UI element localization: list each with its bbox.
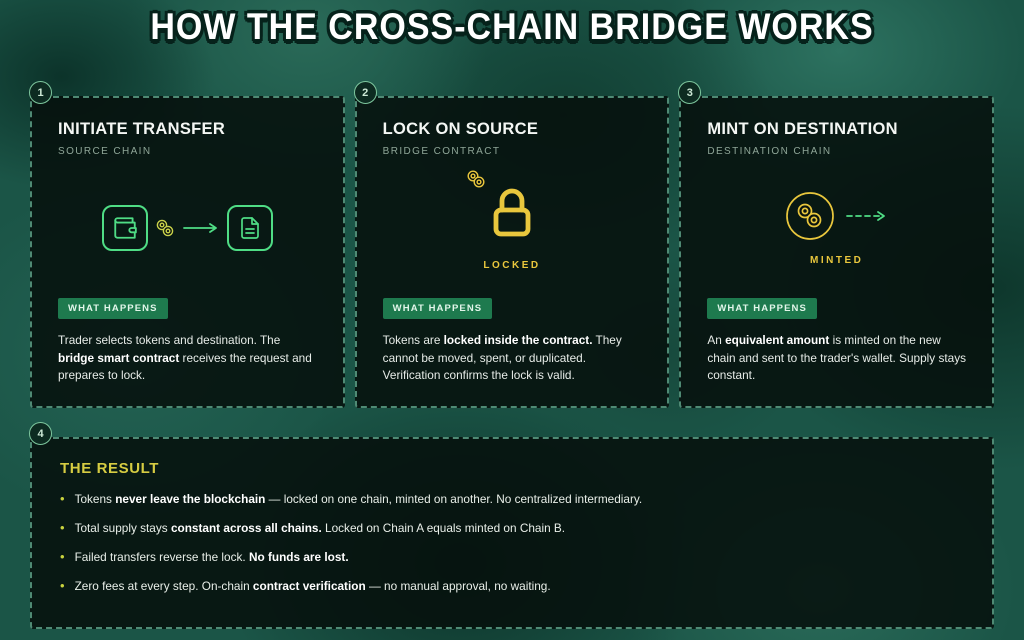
step-subtitle: BRIDGE CONTRACT <box>382 146 501 157</box>
coin-circle-icon <box>785 191 834 240</box>
list-item: • Failed transfers reverse the lock. No … <box>60 549 964 566</box>
page-title: HOW THE CROSS-CHAIN BRIDGE WORKS <box>150 6 874 48</box>
result-panel: THE RESULT • Tokens never leave the bloc… <box>30 437 994 629</box>
step-card-panel: INITIATE TRANSFER SOURCE CHAIN <box>30 96 345 408</box>
step-card-panel: MINT ON DESTINATION DESTINATION CHAIN <box>679 96 995 408</box>
list-item: • Tokens never leave the blockchain — lo… <box>60 491 964 508</box>
step-illustration: LOCKED <box>383 157 642 298</box>
bullet-dot-icon: • <box>60 491 65 506</box>
dashed-arrow-right-icon <box>845 210 885 221</box>
document-icon <box>226 204 273 251</box>
arrow-right-icon <box>182 222 217 233</box>
step-card-lock-on-source: 2 LOCK ON SOURCE BRIDGE CONTRACT <box>353 81 670 408</box>
result-title: THE RESULT <box>60 460 160 477</box>
padlock-icon <box>493 188 531 237</box>
step-number-badge: 2 <box>353 81 377 104</box>
step-description: Trader selects tokens and destination. T… <box>58 333 312 383</box>
step-description: Tokens are locked inside the contract. T… <box>382 333 622 383</box>
list-item: • Zero fees at every step. On-chain cont… <box>60 578 964 595</box>
step-card-panel: LOCK ON SOURCE BRIDGE CONTRACT <box>354 96 670 408</box>
steps-row: 1 INITIATE TRANSFER SOURCE CHAIN <box>0 81 1024 408</box>
bullet-dot-icon: • <box>60 519 65 535</box>
coins-icon <box>467 170 485 188</box>
step-subtitle: DESTINATION CHAIN <box>707 146 832 157</box>
step-number-badge: 1 <box>29 81 52 104</box>
bullet-text: Zero fees at every step. On-chain contra… <box>74 578 551 593</box>
bullet-dot-icon: • <box>60 548 65 564</box>
step-number-badge: 3 <box>678 81 702 104</box>
what-happens-badge: WHAT HAPPENS <box>707 298 817 319</box>
wallet-icon <box>101 204 148 251</box>
step-illustration: MINTED <box>707 157 966 298</box>
result-bullet-list: • Tokens never leave the blockchain — lo… <box>60 491 964 595</box>
what-happens-badge: WHAT HAPPENS <box>58 298 168 319</box>
status-label-minted: MINTED <box>810 254 864 266</box>
step-card-initiate-transfer: 1 INITIATE TRANSFER SOURCE CHAIN <box>29 81 345 408</box>
step-title: INITIATE TRANSFER <box>58 120 226 138</box>
bullet-text: Total supply stays constant across all c… <box>74 520 566 535</box>
step-subtitle: SOURCE CHAIN <box>58 146 152 157</box>
step-illustration <box>58 157 317 298</box>
bullet-text: Failed transfers reverse the lock. No fu… <box>74 549 349 564</box>
what-happens-badge: WHAT HAPPENS <box>382 298 493 319</box>
bullet-text: Tokens never leave the blockchain — lock… <box>74 492 643 506</box>
step-number-badge: 4 <box>29 422 52 445</box>
header: HOW THE CROSS-CHAIN BRIDGE WORKS <box>0 0 1024 48</box>
result-section: 4 THE RESULT • Tokens never leave the bl… <box>29 422 994 629</box>
list-item: • Total supply stays constant across all… <box>60 520 964 537</box>
coins-icon <box>156 219 174 236</box>
step-description: An equivalent amount is minted on the ne… <box>707 333 966 383</box>
step-title: MINT ON DESTINATION <box>707 120 898 138</box>
step-title: LOCK ON SOURCE <box>382 120 539 138</box>
step-card-mint-on-destination: 3 MINT ON DESTINATION DESTINATION CHAIN <box>678 81 995 408</box>
bullet-dot-icon: • <box>60 577 65 593</box>
status-label-locked: LOCKED <box>483 260 541 271</box>
